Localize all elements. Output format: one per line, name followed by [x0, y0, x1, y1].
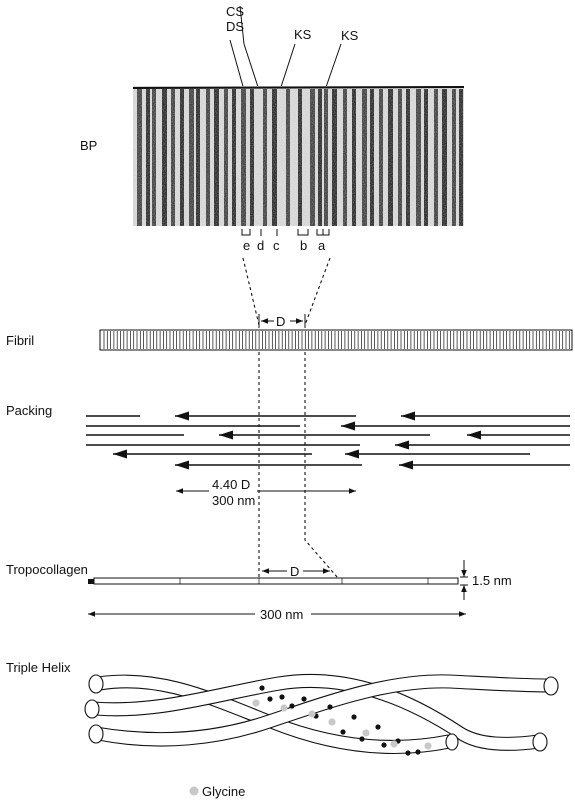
glycine-residue — [362, 729, 370, 737]
fibril-d-marker — [258, 314, 306, 328]
bp-micrograph — [132, 86, 465, 226]
glycine-residue — [424, 742, 432, 750]
projection-lines-bottom — [258, 352, 339, 582]
leader-lines — [229, 5, 342, 91]
glycine-residue — [252, 699, 260, 707]
triple-helix-label: Triple Helix — [6, 660, 71, 675]
band-letter-a: a — [318, 238, 326, 253]
helix-dark-residue — [289, 703, 295, 709]
helix-dark-residue — [381, 742, 387, 748]
glycine-residue — [328, 718, 336, 726]
packing-molecules — [86, 411, 570, 470]
ds-label: DS — [226, 19, 244, 34]
helix-dark-residue — [327, 704, 333, 710]
packing-length-d: 4.40 D — [212, 477, 250, 492]
helix-dark-residue — [375, 724, 381, 730]
helix-dark-residue — [267, 696, 273, 702]
band-letter-d: d — [257, 238, 264, 253]
helix-dark-residue — [415, 749, 421, 755]
bp-label: BP — [80, 138, 97, 153]
packing-label-bg — [209, 477, 257, 507]
helix-residue-dots — [252, 685, 432, 756]
helix-dark-residue — [405, 750, 411, 756]
glycine-legend-swatch — [189, 786, 199, 796]
projection-lines-top — [242, 257, 331, 326]
fibril-d-label: D — [276, 314, 285, 329]
helix-dark-residue — [301, 696, 307, 702]
helix-dark-residue — [359, 736, 365, 742]
thickness-label: 1.5 nm — [472, 573, 512, 588]
helix-dark-residue — [351, 714, 357, 720]
packing-label: Packing — [6, 403, 52, 418]
thickness-marker — [460, 560, 468, 600]
tropocollagen-d-label: D — [290, 564, 299, 579]
glycine-residue — [280, 704, 288, 712]
helix-dark-residue — [279, 694, 285, 700]
triple-helix — [84, 673, 559, 755]
helix-dark-residue — [259, 685, 265, 691]
band-letter-b: b — [300, 238, 307, 253]
tropocollagen-label: Tropocollagen — [6, 562, 88, 577]
helix-dark-residue — [340, 729, 346, 735]
packing-length-nm: 300 nm — [212, 493, 255, 508]
ks-label-2: KS — [341, 28, 359, 43]
glycine-residue — [390, 740, 398, 748]
fibril-bar — [99, 329, 573, 351]
band-letter-e: e — [243, 238, 250, 253]
ks-label-1: KS — [294, 27, 312, 42]
glycine-legend-label: Glycine — [202, 784, 245, 799]
glycine-residue — [308, 710, 316, 718]
band-brackets — [241, 229, 330, 236]
tropocollagen-length-label: 300 nm — [260, 607, 303, 622]
length-label-bg — [255, 604, 311, 622]
tropocollagen-rod — [88, 577, 459, 585]
band-letter-c: c — [273, 238, 280, 253]
fibril-label: Fibril — [6, 333, 34, 348]
